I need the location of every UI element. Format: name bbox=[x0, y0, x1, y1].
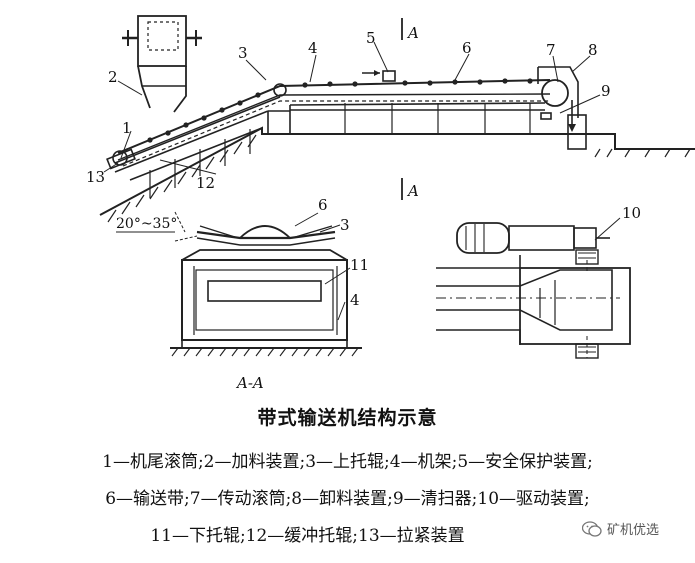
inclined-frame bbox=[114, 96, 281, 198]
discharge-device bbox=[537, 66, 587, 150]
section-label-6: 6 bbox=[318, 196, 328, 214]
wechat-icon bbox=[582, 520, 602, 537]
label-12: 12 bbox=[196, 174, 215, 192]
feed-device bbox=[122, 15, 202, 113]
angle-label: 20°~35° bbox=[116, 216, 177, 232]
watermark: 矿机优选 bbox=[582, 519, 659, 538]
section-caption: A-A bbox=[235, 374, 264, 392]
carrying-idlers bbox=[147, 78, 533, 143]
bend-pulley bbox=[273, 83, 287, 97]
belt-cleaner bbox=[540, 112, 552, 120]
diagram-title: 带式输送机结构示意 bbox=[257, 407, 438, 429]
label-11: 11 bbox=[350, 256, 369, 274]
ground-line bbox=[99, 126, 695, 223]
label-4: 4 bbox=[308, 39, 318, 57]
label-8: 8 bbox=[588, 41, 598, 59]
drive-pulley bbox=[541, 79, 569, 107]
safety-device bbox=[382, 70, 396, 82]
label-10: 10 bbox=[622, 204, 641, 222]
legend-line-3: 11—下托辊;12—缓冲托辊;13—拉紧装置 bbox=[150, 526, 465, 546]
drive-plan-view bbox=[436, 217, 631, 359]
label-2: 2 bbox=[108, 68, 118, 86]
legend-line-2: 6—输送带;7—传动滚筒;8—卸料装置;9—清扫器;10—驱动装置; bbox=[105, 489, 590, 509]
legend-line-1: 1—机尾滚筒;2—加料装置;3—上托辊;4—机架;5—安全保护装置; bbox=[102, 452, 593, 472]
label-6: 6 bbox=[462, 39, 472, 57]
take-up-device bbox=[106, 148, 136, 170]
label-7: 7 bbox=[546, 41, 556, 59]
watermark-text: 矿机优选 bbox=[607, 523, 660, 538]
frame bbox=[267, 102, 546, 134]
label-13: 13 bbox=[86, 168, 105, 186]
section-label-3: 3 bbox=[340, 216, 350, 234]
label-9: 9 bbox=[601, 82, 611, 100]
section-label-4: 4 bbox=[350, 291, 360, 309]
label-3: 3 bbox=[238, 44, 248, 62]
label-1: 1 bbox=[122, 119, 132, 137]
section-view bbox=[116, 211, 362, 357]
section-mark-top: A bbox=[406, 24, 419, 42]
leader-lines bbox=[103, 41, 601, 175]
section-mark-bottom: A bbox=[406, 182, 419, 200]
conveyor-diagram: 1 2 3 4 5 6 7 8 9 10 11 12 13 A A 20°~35… bbox=[86, 15, 695, 392]
label-5: 5 bbox=[366, 29, 376, 47]
conveyor-belt bbox=[117, 79, 551, 167]
